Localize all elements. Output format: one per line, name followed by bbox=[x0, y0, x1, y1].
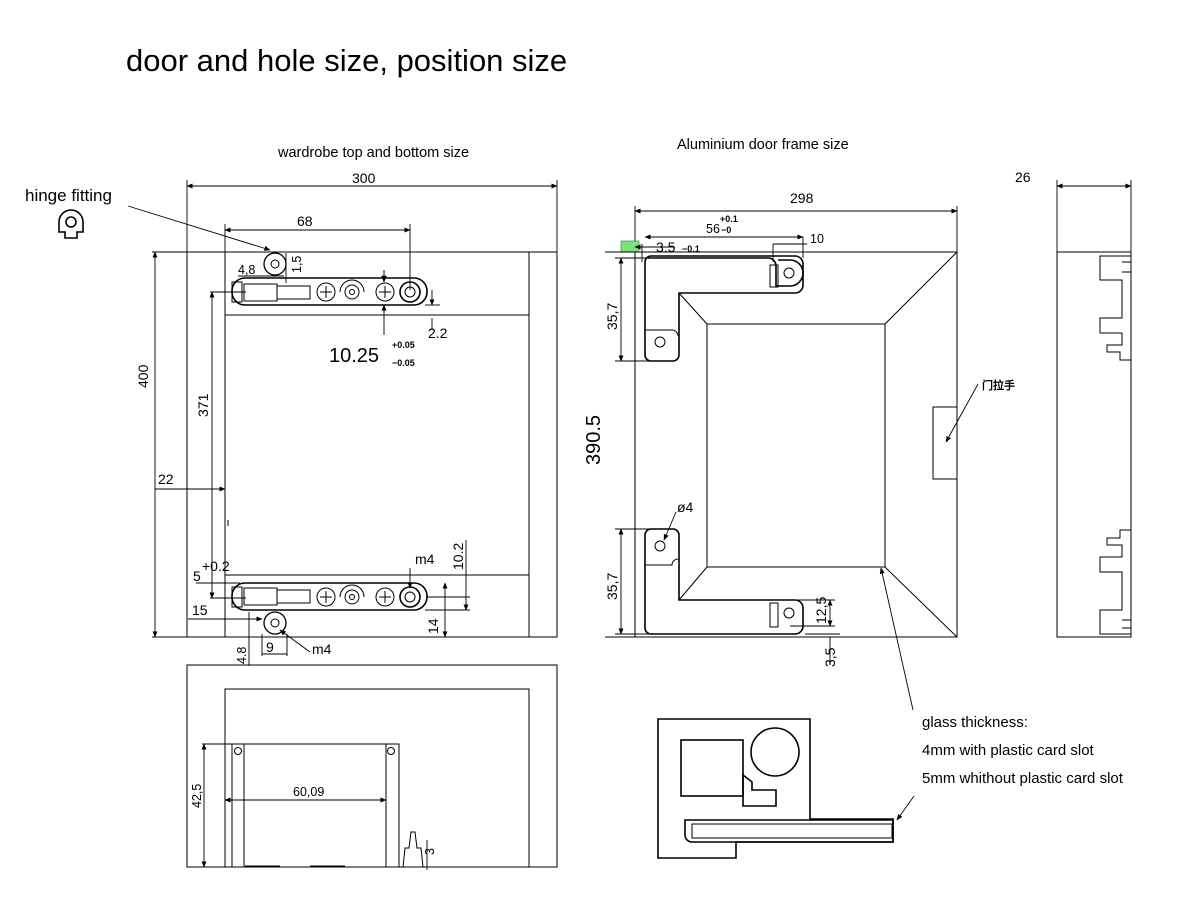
dim-2-2: 2.2 bbox=[428, 325, 448, 341]
dim-68: 68 bbox=[297, 213, 313, 229]
label-m4-upper: m4 bbox=[415, 551, 435, 567]
dim-10-2: 10.2 bbox=[450, 543, 466, 570]
dim-3-small: 3 bbox=[423, 848, 437, 855]
dim-3-5-side: 3,5 bbox=[822, 647, 838, 667]
dim-10: 10 bbox=[810, 232, 824, 246]
hinge-leader bbox=[127, 205, 271, 251]
dim-22: 22 bbox=[158, 471, 174, 487]
hinge-detail-view: 42,5 60,09 3 bbox=[186, 664, 558, 870]
dim-12-5: 12,5 bbox=[813, 597, 829, 624]
dim-5: 5 bbox=[193, 568, 201, 584]
dim-3-5-top: 3.5 bbox=[656, 239, 676, 255]
handle-label: 门拉手 bbox=[982, 378, 1015, 392]
dim-371: 371 bbox=[195, 393, 211, 417]
dim-4-8-top: 4,8 bbox=[238, 263, 255, 277]
hinge-fitting-label: hinge fitting bbox=[25, 186, 112, 205]
dim-15: 15 bbox=[192, 602, 208, 618]
dia-4: ø4 bbox=[677, 499, 694, 515]
dim-298: 298 bbox=[790, 190, 814, 206]
dim-42-5: 42,5 bbox=[190, 784, 204, 808]
dim-1-5: 1,5 bbox=[290, 256, 304, 273]
dim-9: 9 bbox=[266, 639, 274, 655]
dim-56: 56 bbox=[706, 222, 720, 236]
dim-14: 14 bbox=[425, 618, 441, 634]
tol-56-plus: +0.1 bbox=[720, 214, 738, 224]
dim-4-8-bottom: 4.8 bbox=[235, 647, 249, 664]
tol-minus-005: −0.05 bbox=[392, 358, 415, 368]
page-title: door and hole size, position size bbox=[126, 43, 567, 78]
dim-35-7-top: 35,7 bbox=[604, 303, 620, 330]
glass-section-view bbox=[657, 718, 915, 859]
glass-note-line-2: 4mm with plastic card slot bbox=[922, 742, 1095, 759]
door-side-view: 26 bbox=[1015, 169, 1132, 638]
dim-35-7-bottom: 35,7 bbox=[604, 573, 620, 600]
hinge-fitting-icon bbox=[58, 209, 84, 239]
dim-390-5: 390.5 bbox=[583, 415, 605, 465]
tol-plus-005: +0.05 bbox=[392, 340, 415, 350]
top-hinge bbox=[231, 252, 428, 306]
dim-26: 26 bbox=[1015, 169, 1031, 185]
bottom-hinge bbox=[196, 582, 428, 635]
dim-60-09: 60,09 bbox=[293, 785, 324, 799]
tol-56-minus: −0 bbox=[721, 225, 731, 235]
dim-300: 300 bbox=[352, 170, 376, 186]
glass-note-line-3: 5mm whithout plastic card slot bbox=[922, 770, 1124, 787]
label-m4-lower: m4 bbox=[312, 641, 332, 657]
left-section-heading: wardrobe top and bottom size bbox=[277, 145, 469, 161]
glass-note-line-1: glass thickness: bbox=[922, 714, 1028, 731]
tol-plus-0-2: +0.2 bbox=[202, 558, 230, 574]
dim-10-25: 10.25 bbox=[329, 345, 379, 367]
door-frame-view: 门拉手 298 56 +0.1 −0 10 3.5 −0.1 35,7 390.… bbox=[583, 190, 1015, 711]
wardrobe-top-view: 300 68 400 371 22 bbox=[135, 170, 558, 666]
tol-3-5: −0.1 bbox=[682, 244, 700, 254]
dim-400: 400 bbox=[135, 364, 151, 388]
right-section-heading: Aluminium door frame size bbox=[677, 137, 849, 153]
highlight-marker bbox=[620, 240, 640, 253]
